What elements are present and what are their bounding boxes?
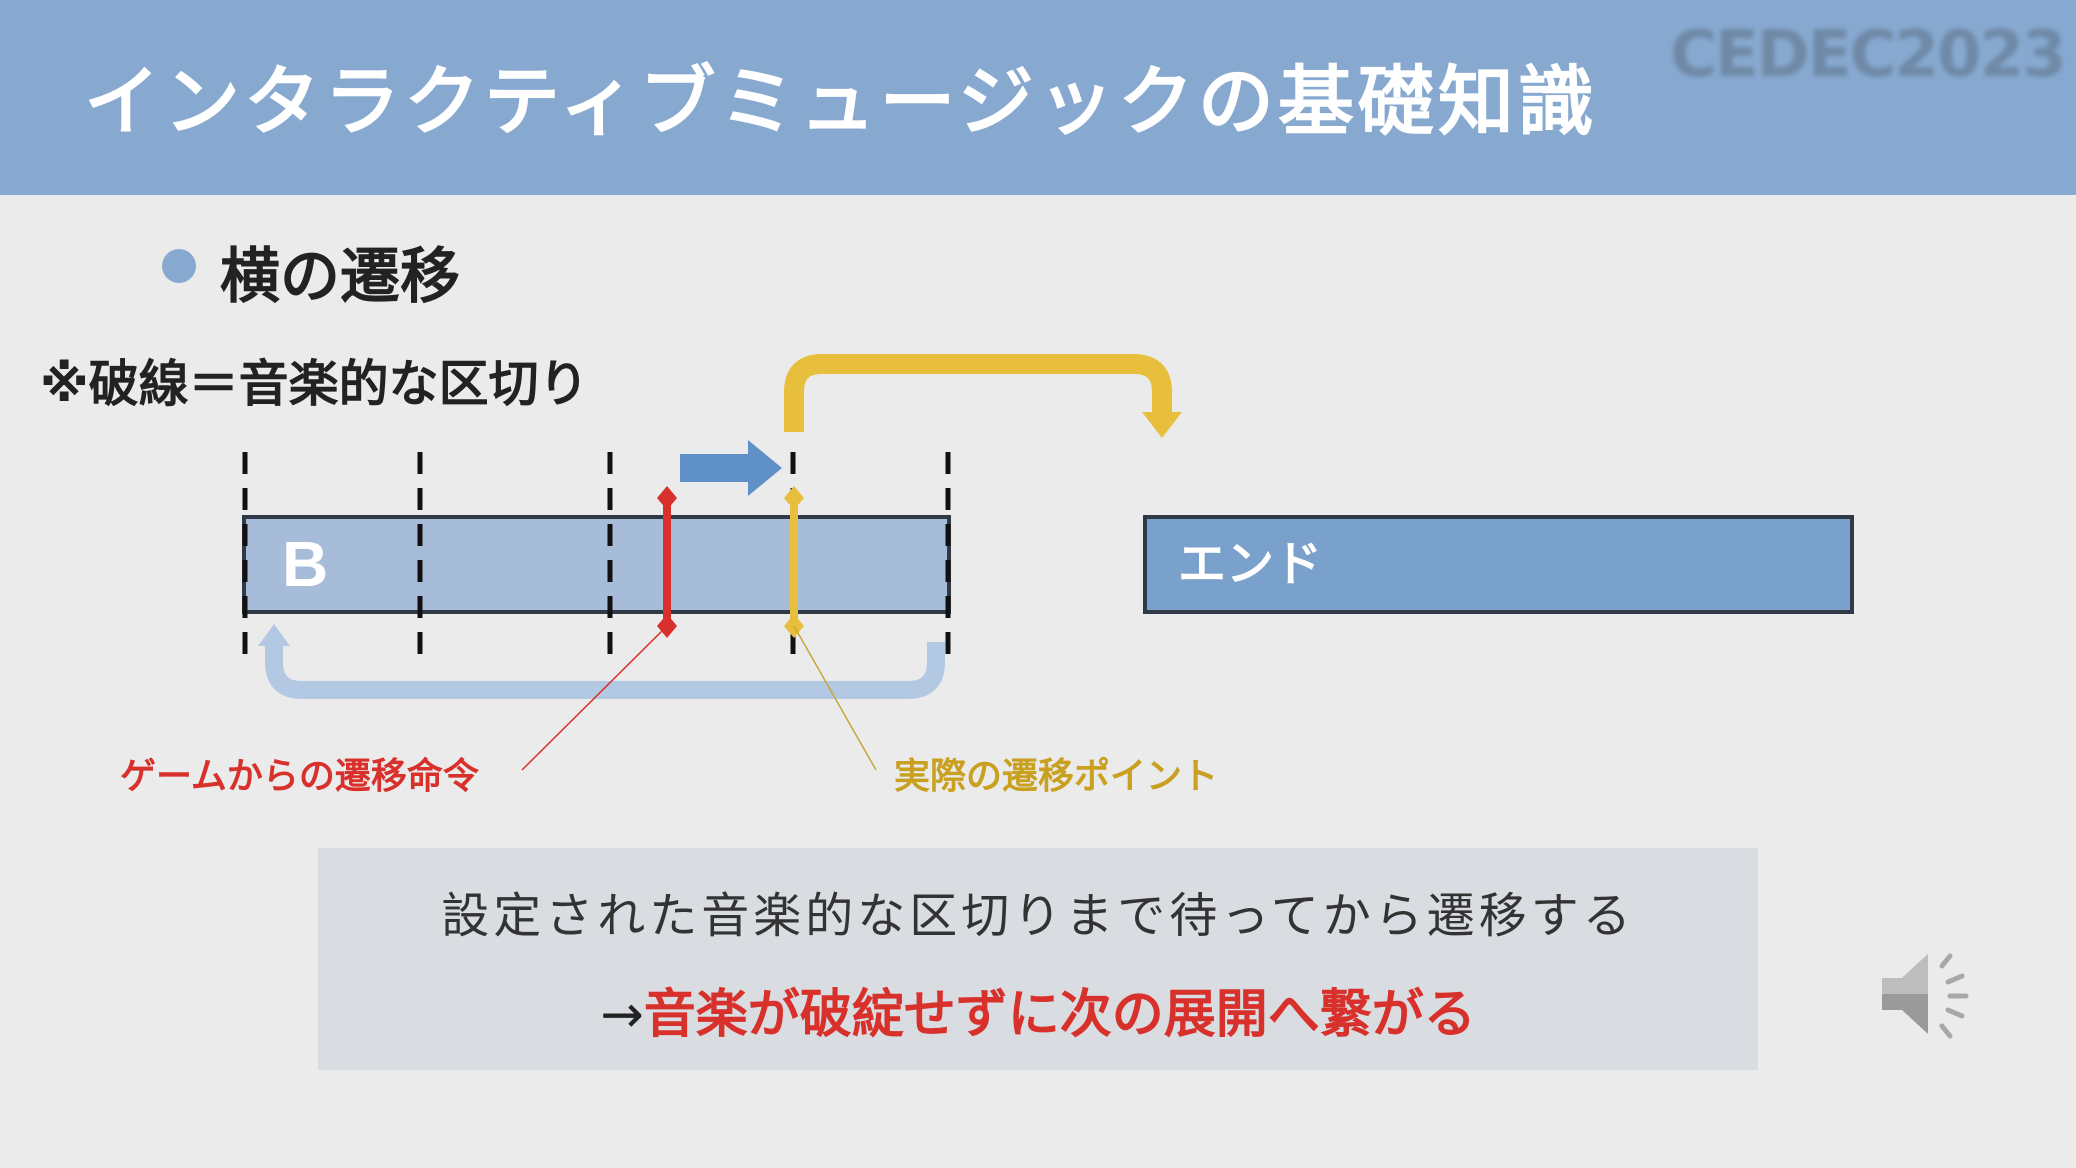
summary-text: 設定された音楽的な区切りまで待ってから遷移する bbox=[441, 888, 1635, 944]
loop-back-arrow bbox=[265, 640, 945, 699]
conclusion-emphasis: 音楽が破綻せずに次の展開へ繋がる bbox=[643, 985, 1476, 1045]
transition-point-label: 実際の遷移ポイント bbox=[894, 755, 1218, 797]
end-label: エンド bbox=[1178, 536, 1322, 592]
dashed-line-note: ※破線＝音楽的な区切り bbox=[40, 355, 589, 413]
slide-title: インタラクティブミュージックの基礎知識 bbox=[84, 57, 1598, 146]
bullet-icon bbox=[162, 249, 196, 283]
arrow-prefix: → bbox=[600, 985, 644, 1045]
loop-back-arrowhead bbox=[258, 624, 290, 646]
blue-arrow-body bbox=[680, 454, 750, 482]
game-command-label: ゲームからの遷移命令 bbox=[120, 755, 480, 797]
bullet-heading: 横の遷移 bbox=[220, 242, 460, 312]
summary-conclusion: →音楽が破綻せずに次の展開へ繋がる bbox=[318, 972, 1758, 1047]
jump-arrowhead bbox=[1142, 412, 1182, 438]
red-diamond-top bbox=[657, 486, 677, 510]
blue-arrow-head bbox=[748, 440, 782, 496]
yellow-leader-line bbox=[793, 625, 877, 771]
segment-b-bar bbox=[242, 515, 951, 614]
header-bar: インタラクティブミュージックの基礎知識 CEDEC2023 bbox=[0, 0, 2076, 195]
summary-box: 設定された音楽的な区切りまで待ってから遷移する →音楽が破綻せずに次の展開へ繋が… bbox=[318, 848, 1758, 1070]
jump-arrow bbox=[784, 354, 1172, 432]
end-bar bbox=[1143, 515, 1854, 614]
cedec-logo: CEDEC2023 bbox=[1670, 18, 2067, 92]
red-leader-line bbox=[521, 625, 668, 771]
segment-b-label: B bbox=[282, 528, 328, 600]
yellow-diamond-top bbox=[784, 486, 804, 510]
speaker-icon[interactable] bbox=[1878, 944, 1988, 1044]
